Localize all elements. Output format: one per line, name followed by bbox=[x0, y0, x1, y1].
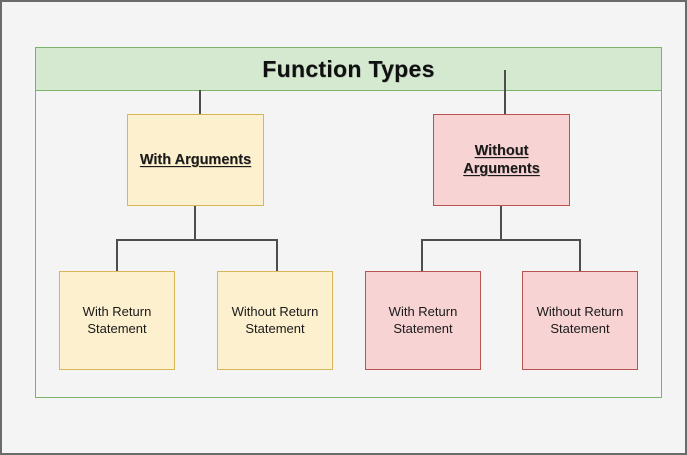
diagram-title-bar: Function Types bbox=[35, 47, 662, 91]
node-with-arguments-label: With Arguments bbox=[139, 151, 252, 168]
connector-without-arguments-bar bbox=[421, 239, 581, 241]
connector-with-arguments-drop-left bbox=[116, 239, 118, 272]
connector-without-arguments-stem bbox=[500, 206, 502, 240]
connector-without-arguments-drop-right bbox=[579, 239, 581, 272]
node-with-args-without-return-statement-label: Without Return Statement bbox=[231, 304, 319, 336]
connector-with-arguments-stem bbox=[194, 206, 196, 240]
node-without-arguments: Without Arguments bbox=[433, 114, 570, 206]
connector-with-arguments-drop-right bbox=[276, 239, 278, 272]
node-with-args-without-return-statement: Without Return Statement bbox=[217, 271, 333, 370]
node-without-args-with-return-statement-label: With Return Statement bbox=[388, 304, 458, 336]
connector-without-arguments-drop-left bbox=[421, 239, 423, 272]
connector-with-arguments-bar bbox=[116, 239, 278, 241]
node-with-args-with-return-statement: With Return Statement bbox=[59, 271, 175, 370]
node-without-args-without-return-statement: Without Return Statement bbox=[522, 271, 638, 370]
connector-root-to-without-arguments bbox=[504, 70, 506, 115]
node-with-args-with-return-statement-label: With Return Statement bbox=[82, 304, 152, 336]
node-without-args-without-return-statement-label: Without Return Statement bbox=[536, 304, 624, 336]
node-without-arguments-label: Without Arguments bbox=[463, 142, 540, 177]
node-with-arguments: With Arguments bbox=[127, 114, 264, 206]
connector-root-to-with-arguments bbox=[199, 90, 201, 115]
node-without-args-with-return-statement: With Return Statement bbox=[365, 271, 481, 370]
page-title: Function Types bbox=[262, 55, 435, 82]
